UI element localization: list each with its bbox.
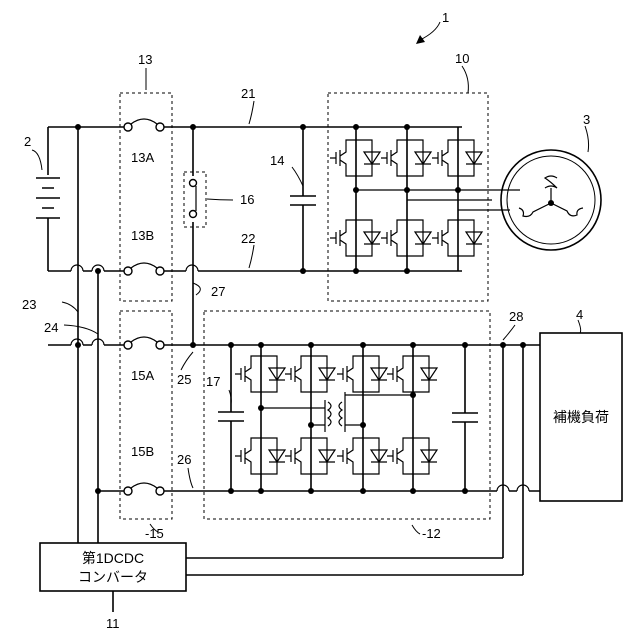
label-13b: 13B xyxy=(131,228,154,243)
ref-motor: 3 xyxy=(583,112,590,127)
aux-load-label: 補機負荷 xyxy=(553,409,609,425)
ref-line-28: 28 xyxy=(509,309,523,324)
dcdc1-label-line2: コンバータ xyxy=(78,569,148,585)
line-28 xyxy=(503,345,523,575)
ref-capacitor-17: 17 xyxy=(206,374,220,389)
igbt-switch xyxy=(381,140,431,176)
ref-line-26: 26 xyxy=(177,452,191,467)
ref-dcdc1: 11 xyxy=(106,616,120,631)
battery xyxy=(36,127,60,271)
ref-line-23: 23 xyxy=(22,297,36,312)
relay-13b xyxy=(124,263,164,275)
ref-system: 1 xyxy=(442,10,449,25)
dcdc2-legs xyxy=(258,342,416,494)
igbt-switch xyxy=(337,438,387,474)
ref-line-27: 27 xyxy=(211,284,225,299)
ref-relay-13: 13 xyxy=(138,52,152,67)
relay-15a xyxy=(124,337,164,349)
ref-battery: 2 xyxy=(24,134,31,149)
label-15a: 15A xyxy=(131,368,154,383)
battery-leader xyxy=(32,150,42,170)
inverter-legs xyxy=(353,124,500,274)
dcdc1-label-line1: 第1DCDC xyxy=(82,550,144,566)
motor xyxy=(484,150,601,250)
ref-switch-16: 16 xyxy=(240,192,254,207)
igbt-switch xyxy=(387,438,437,474)
ref-aux-load: 4 xyxy=(576,307,583,322)
dcdc2-box xyxy=(204,311,490,519)
ref-line-25: 25 xyxy=(177,372,191,387)
igbt-switch xyxy=(387,356,437,392)
relay-13a xyxy=(124,119,164,131)
igbt-switch xyxy=(432,140,482,176)
ref-line-21: 21 xyxy=(241,86,255,101)
label-13a: 13A xyxy=(131,150,154,165)
ref-capacitor-14: 14 xyxy=(270,153,284,168)
ref-line-22: 22 xyxy=(241,231,255,246)
igbt-switch xyxy=(381,220,431,256)
igbt-switch xyxy=(337,356,387,392)
igbt-switch xyxy=(432,220,482,256)
igbt-switch xyxy=(235,438,285,474)
dcdc1-output-wires xyxy=(186,558,523,575)
igbt-switch xyxy=(285,438,335,474)
igbt-switch xyxy=(330,140,380,176)
label-15b: 15B xyxy=(131,444,154,459)
ref-dcdc2: -12 xyxy=(422,526,441,541)
igbt-switch xyxy=(285,356,335,392)
ref-relay-15: -15 xyxy=(145,526,164,541)
ref-line-24: 24 xyxy=(44,320,58,335)
igbt-switch xyxy=(330,220,380,256)
igbt-switch xyxy=(235,356,285,392)
ref-inverter: 10 xyxy=(455,51,469,66)
relay-15b xyxy=(124,483,164,495)
